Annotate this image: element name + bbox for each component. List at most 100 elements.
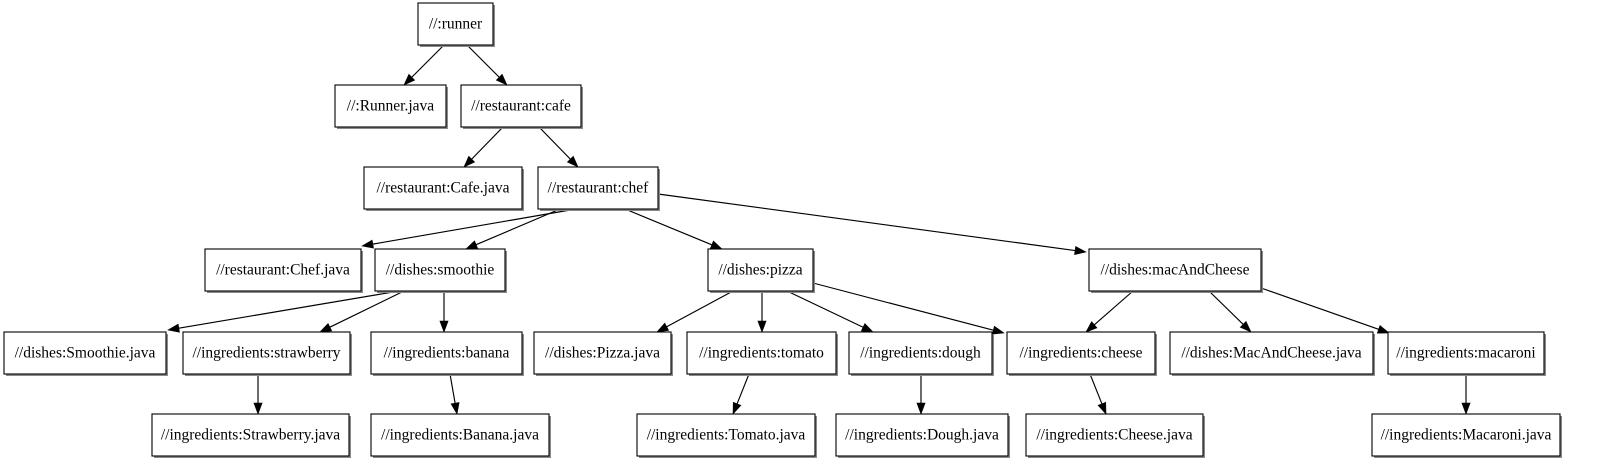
node-label: //restaurant:cafe (471, 98, 571, 115)
graph-node-cafe[interactable]: //restaurant:cafe (460, 84, 583, 129)
graph-node-macaroni[interactable]: //ingredients:macaroni (1387, 331, 1546, 376)
graph-edge (1089, 373, 1107, 415)
node-label: //ingredients:dough (860, 345, 981, 362)
graph-edge (361, 208, 577, 249)
edge-arrowhead (361, 239, 374, 249)
edge-arrowhead (860, 323, 874, 333)
node-rect[interactable] (151, 413, 350, 457)
edge-arrowhead (1461, 402, 1471, 415)
node-rect[interactable] (374, 248, 506, 292)
graph-node-dough_java[interactable]: //ingredients:Dough.java (835, 413, 1010, 458)
graph-edge (624, 208, 723, 250)
graph-node-pizza_java[interactable]: //dishes:Pizza.java (533, 331, 673, 376)
edge-line (411, 44, 445, 78)
graph-node-cafe_java[interactable]: //restaurant:Cafe.java (363, 166, 524, 211)
node-rect[interactable] (537, 166, 659, 210)
node-rect[interactable] (204, 248, 362, 292)
node-label: //ingredients:Tomato.java (647, 427, 806, 444)
graph-node-macandcheese[interactable]: //dishes:macAndCheese (1088, 248, 1263, 293)
node-label: //ingredients:Dough.java (845, 427, 999, 444)
edge-arrowhead (1239, 320, 1252, 333)
node-label: //restaurant:Chef.java (216, 262, 350, 279)
node-rect[interactable] (363, 166, 523, 210)
node-rect[interactable] (1387, 331, 1545, 375)
edge-arrowhead (253, 402, 263, 415)
graph-edge (167, 290, 400, 333)
graph-node-macaroni_java[interactable]: //ingredients:Macaroni.java (1371, 413, 1562, 458)
graph-edge (538, 126, 579, 168)
node-label: //dishes:pizza (718, 262, 802, 279)
node-rect[interactable] (182, 331, 351, 375)
graph-node-cheese[interactable]: //ingredients:cheese (1006, 331, 1157, 376)
node-rect[interactable] (835, 413, 1009, 457)
graph-node-strawberry_java[interactable]: //ingredients:Strawberry.java (151, 413, 351, 458)
node-rect[interactable] (636, 413, 816, 457)
graph-node-cheese_java[interactable]: //ingredients:Cheese.java (1025, 413, 1205, 458)
edge-line (1260, 287, 1379, 330)
node-rect[interactable] (1088, 248, 1262, 292)
graph-edge (656, 290, 734, 333)
graph-node-smoothie_java[interactable]: //dishes:Smoothie.java (3, 331, 168, 376)
graph-node-banana_java[interactable]: //ingredients:Banana.java (370, 413, 551, 458)
node-label: //ingredients:Strawberry.java (161, 427, 340, 444)
node-rect[interactable] (460, 84, 582, 128)
node-rect[interactable] (1169, 331, 1374, 375)
node-label: //ingredients:Macaroni.java (1381, 427, 1552, 444)
node-rect[interactable] (370, 331, 523, 375)
edge-arrowhead (439, 320, 449, 333)
graph-edge (732, 373, 750, 415)
node-rect[interactable] (1025, 413, 1204, 457)
graph-edge (253, 374, 263, 415)
edge-line (475, 208, 561, 246)
graph-node-smoothie[interactable]: //dishes:smoothie (374, 248, 507, 293)
node-label: //dishes:Smoothie.java (15, 345, 156, 362)
node-rect[interactable] (533, 331, 672, 375)
node-rect[interactable] (370, 413, 550, 457)
node-rect[interactable] (3, 331, 167, 375)
node-rect[interactable] (1371, 413, 1561, 457)
edge-arrowhead (450, 402, 460, 415)
edge-arrowhead (1097, 401, 1107, 415)
graph-edge (439, 291, 449, 333)
node-label: //ingredients:strawberry (192, 345, 340, 362)
graph-node-runner_java[interactable]: //:Runner.java (334, 84, 448, 129)
edge-line (178, 290, 400, 329)
graph-node-chef_java[interactable]: //restaurant:Chef.java (204, 248, 363, 293)
graph-edge (1260, 287, 1390, 334)
graph-edge (916, 374, 926, 415)
graph-node-pizza[interactable]: //dishes:pizza (707, 248, 815, 293)
graph-edge (463, 126, 504, 168)
graph-node-banana[interactable]: //ingredients:banana (370, 331, 524, 376)
graph-node-macandcheese_java[interactable]: //dishes:MacAndCheese.java (1169, 331, 1375, 376)
node-rect[interactable] (707, 248, 814, 292)
graph-node-chef[interactable]: //restaurant:chef (537, 166, 660, 211)
edge-arrowhead (732, 401, 742, 415)
node-label: //ingredients:Cheese.java (1036, 427, 1192, 444)
edge-line (786, 290, 864, 328)
node-rect[interactable] (417, 2, 494, 46)
graph-node-tomato[interactable]: //ingredients:tomato (686, 331, 838, 376)
node-label: //dishes:Pizza.java (545, 345, 660, 362)
graph-node-tomato_java[interactable]: //ingredients:Tomato.java (636, 413, 817, 458)
node-rect[interactable] (686, 331, 837, 375)
edge-arrowhead (991, 325, 1005, 335)
edge-arrowhead (566, 155, 579, 168)
graph-edge (403, 44, 445, 86)
node-label: //ingredients:banana (384, 345, 510, 362)
node-label: //:runner (429, 16, 483, 33)
node-rect[interactable] (1006, 331, 1156, 375)
edge-line (466, 44, 500, 78)
graph-node-strawberry[interactable]: //ingredients:strawberry (182, 331, 352, 376)
edge-arrowhead (1085, 321, 1098, 333)
edge-arrowhead (319, 322, 333, 333)
graph-edge (465, 208, 561, 250)
node-rect[interactable] (848, 331, 993, 375)
graph-node-dough[interactable]: //ingredients:dough (848, 331, 994, 376)
edge-arrowhead (916, 402, 926, 415)
graph-node-runner[interactable]: //:runner (417, 2, 495, 47)
node-label: //restaurant:chef (548, 180, 650, 197)
node-rect[interactable] (334, 84, 447, 128)
node-label: //ingredients:macaroni (1396, 345, 1536, 362)
edge-line (1208, 290, 1244, 325)
